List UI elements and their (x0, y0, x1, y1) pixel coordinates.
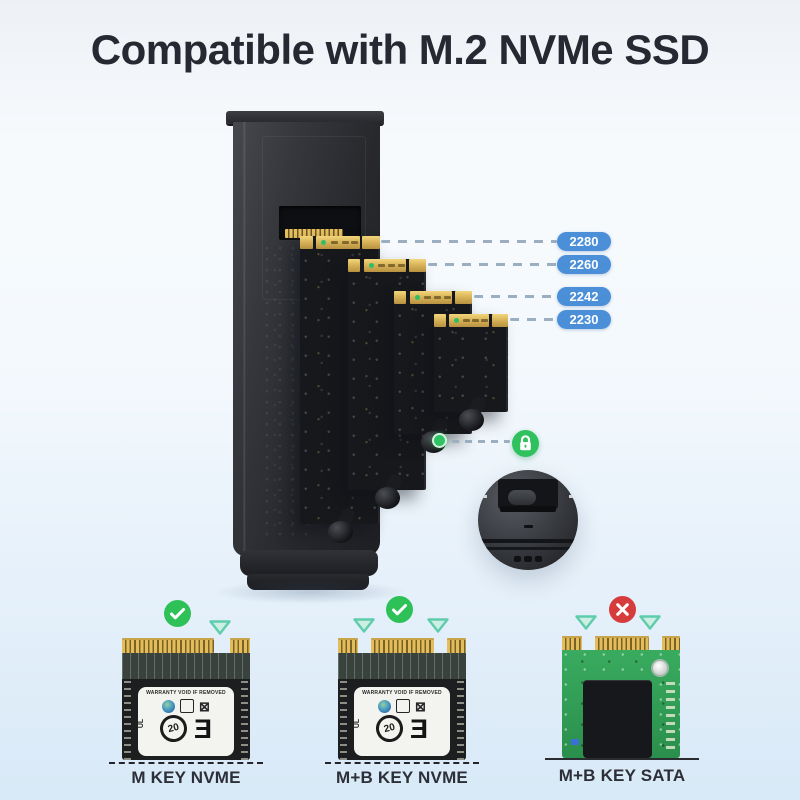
cert-box-icon (180, 699, 195, 713)
compat-label: M+B KEY NVME (336, 768, 468, 787)
callout-leader-line (452, 440, 510, 443)
page-title: Compatible with M.2 NVMe SSD (90, 26, 710, 73)
dashed-cutoff-line (109, 762, 263, 764)
warranty-text: WARRANTY VOID IF REMOVED (362, 690, 442, 696)
size-badge-2280: 2280 (557, 232, 611, 251)
pcb-led-dot (368, 263, 374, 268)
latch-pointer-dot (432, 433, 447, 448)
ul-mark: UL (138, 718, 146, 729)
size-badge-2260: 2260 (557, 255, 611, 274)
crossed-bin-icon: ⊠ (415, 698, 426, 714)
ssd-graphic-mb-key: WARRANTY VOID IF REMOVED ⊠ 20 Ǝ UL (338, 638, 466, 760)
dashed-cutoff-line (325, 762, 479, 764)
pcb-led-dot (414, 295, 420, 300)
lock-icon (512, 430, 539, 457)
recycle-20-mark: 20 (373, 712, 406, 745)
enclosure-shadow (213, 580, 407, 604)
check-icon (164, 600, 191, 627)
cert-box-icon (396, 699, 411, 713)
edge-connector (122, 638, 250, 653)
ul-mark: UL (354, 718, 362, 729)
ssd-2280-latch (326, 506, 358, 546)
pcb: WARRANTY VOID IF REMOVED ⊠ 20 Ǝ UL (338, 653, 466, 760)
enclosure-top-cap (226, 111, 384, 124)
ssd-2242-connector (394, 291, 472, 304)
screw-hole (651, 658, 670, 677)
ssd-2230-connector (434, 314, 508, 327)
notch-arrow-icon (352, 617, 376, 639)
edge-connector (338, 638, 466, 653)
compat-card-mb-key-nvme: WARRANTY VOID IF REMOVED ⊠ 20 Ǝ UL M+B K… (325, 596, 479, 798)
enclosure-base-step (247, 574, 369, 590)
conformity-mark: Ǝ (193, 713, 212, 744)
ssd-2230-latch (457, 394, 489, 434)
size-badge-2230: 2230 (557, 310, 611, 329)
nand-chip (583, 680, 652, 758)
x-icon (609, 596, 636, 623)
notch-arrow-icon (208, 619, 232, 641)
compat-label: M KEY NVME (131, 768, 241, 787)
conformity-mark: Ǝ (409, 713, 428, 744)
ssd-graphic-sata (562, 636, 680, 758)
enclosure-base (240, 550, 378, 576)
pcb-led-dot (453, 318, 459, 323)
pcb-led-dot (320, 240, 326, 245)
notch-arrow-icon (574, 614, 598, 636)
smd-component (571, 739, 580, 746)
size-badge-2242: 2242 (557, 287, 611, 306)
ssd-2260-connector (348, 259, 426, 272)
ssd-2260-latch (373, 472, 405, 512)
globe-logo-icon (378, 699, 392, 713)
warranty-text: WARRANTY VOID IF REMOVED (146, 690, 226, 696)
notch-arrow-icon (426, 617, 450, 639)
recycle-20-mark: 20 (157, 712, 190, 745)
leader-line-2242 (474, 295, 557, 298)
compat-card-m-key-nvme: WARRANTY VOID IF REMOVED ⊠ 20 Ǝ UL M KEY… (109, 596, 263, 798)
check-icon (386, 596, 413, 623)
edge-connector (562, 636, 680, 651)
leader-line-2260 (428, 263, 557, 266)
m2-slot-connector (285, 229, 343, 238)
ssd-2230 (434, 314, 508, 431)
warranty-sticker: WARRANTY VOID IF REMOVED ⊠ 20 Ǝ UL (354, 687, 450, 756)
latch-closeup-callout (478, 470, 578, 570)
cutoff-line (545, 758, 699, 760)
notch-arrow-icon (638, 614, 662, 636)
latch-slider-knob (508, 490, 536, 505)
crossed-bin-icon: ⊠ (199, 698, 210, 714)
leader-line-2280 (381, 240, 557, 243)
ssd-2280-connector (300, 236, 380, 249)
pcb: WARRANTY VOID IF REMOVED ⊠ 20 Ǝ UL (122, 653, 250, 760)
compat-card-mb-key-sata: M+B KEY SATA (545, 594, 699, 796)
pcb-green (562, 650, 680, 758)
leader-line-2230 (510, 318, 557, 321)
ssd-graphic-m-key: WARRANTY VOID IF REMOVED ⊠ 20 Ǝ UL (122, 638, 250, 760)
warranty-sticker: WARRANTY VOID IF REMOVED ⊠ 20 Ǝ UL (138, 687, 234, 756)
compat-label: M+B KEY SATA (558, 766, 686, 785)
globe-logo-icon (162, 699, 176, 713)
